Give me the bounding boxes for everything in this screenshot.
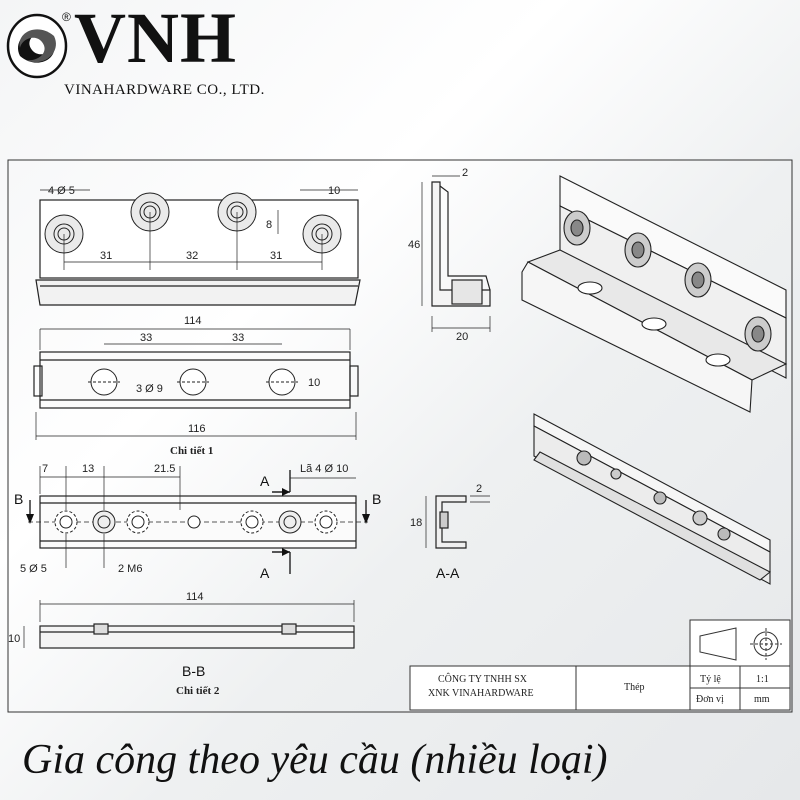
material: Thép bbox=[624, 682, 645, 693]
section-bb-view bbox=[23, 600, 355, 649]
dim-8: 8 bbox=[266, 219, 272, 231]
dim-33-right: 33 bbox=[232, 332, 244, 344]
company-line1: CÔNG TY TNHH SX bbox=[438, 673, 528, 685]
dim-2-side: 2 bbox=[462, 167, 468, 179]
header: ® VNH VINAHARDWARE CO., LTD. bbox=[0, 0, 800, 130]
dim-4d5: 4 Ø 5 bbox=[48, 185, 75, 197]
dim-10-bb: 10 bbox=[8, 633, 20, 645]
dim-31-left: 31 bbox=[100, 250, 112, 262]
dim-10-mid: 10 bbox=[308, 377, 320, 389]
projection-symbol-icon bbox=[699, 627, 782, 661]
dim-20: 20 bbox=[456, 331, 468, 343]
section-mark-a-bottom: A bbox=[260, 565, 270, 581]
dim-la-4d10: Lã 4 Ø 10 bbox=[300, 463, 348, 475]
dim-18: 18 bbox=[410, 517, 422, 529]
vnh-logo-icon bbox=[6, 13, 68, 79]
section-mark-b-right: B bbox=[372, 491, 381, 507]
part1-top-view bbox=[33, 328, 359, 440]
dim-7: 7 bbox=[42, 463, 48, 475]
dim-5d5: 5 Ø 5 bbox=[20, 563, 47, 575]
part2-isometric bbox=[533, 413, 772, 585]
dim-21-5: 21.5 bbox=[154, 463, 175, 475]
drawing-frame bbox=[7, 159, 793, 713]
part1-isometric bbox=[521, 175, 788, 413]
unit-value: mm bbox=[754, 694, 770, 705]
company-line2: XNK VINAHARDWARE bbox=[428, 688, 534, 699]
part1-side-view bbox=[421, 175, 491, 332]
dim-33-left: 33 bbox=[140, 332, 152, 344]
title-block bbox=[409, 619, 791, 711]
section-mark-b-left: B bbox=[14, 491, 23, 507]
dim-2-aa: 2 bbox=[476, 483, 482, 495]
caption: Gia công theo yêu cầu (nhiều loại) bbox=[22, 737, 608, 783]
part1-front-view bbox=[35, 189, 361, 306]
caption-part2: Chi tiết 2 bbox=[176, 685, 220, 697]
scale-label: Tỷ lệ bbox=[700, 674, 721, 685]
dim-3d9: 3 Ø 9 bbox=[136, 383, 163, 395]
part2-front-view bbox=[26, 466, 370, 574]
section-bb-label: B-B bbox=[182, 663, 205, 679]
section-mark-a-top: A bbox=[260, 473, 270, 489]
brand-name: VNH bbox=[74, 0, 237, 78]
registered-mark: ® bbox=[62, 10, 71, 24]
brand-company: VINAHARDWARE CO., LTD. bbox=[64, 82, 265, 98]
dim-116: 116 bbox=[188, 423, 206, 435]
caption-part1: Chi tiết 1 bbox=[170, 445, 213, 457]
dim-32: 32 bbox=[186, 250, 198, 262]
dim-46: 46 bbox=[408, 239, 420, 251]
unit-label: Đơn vị bbox=[696, 694, 724, 705]
dim-10-top: 10 bbox=[328, 185, 340, 197]
dim-2m6: 2 M6 bbox=[118, 563, 142, 575]
section-aa-label: A-A bbox=[436, 565, 460, 581]
scale-value: 1:1 bbox=[756, 674, 769, 685]
dim-114-part2: 114 bbox=[186, 591, 204, 603]
technical-drawing: 4 Ø 5 10 8 31 32 31 114 33 33 3 Ø 9 10 1… bbox=[7, 159, 793, 713]
dim-31-right: 31 bbox=[270, 250, 282, 262]
section-aa-view bbox=[425, 495, 490, 549]
dim-13: 13 bbox=[82, 463, 94, 475]
dim-114-part1: 114 bbox=[184, 315, 202, 327]
